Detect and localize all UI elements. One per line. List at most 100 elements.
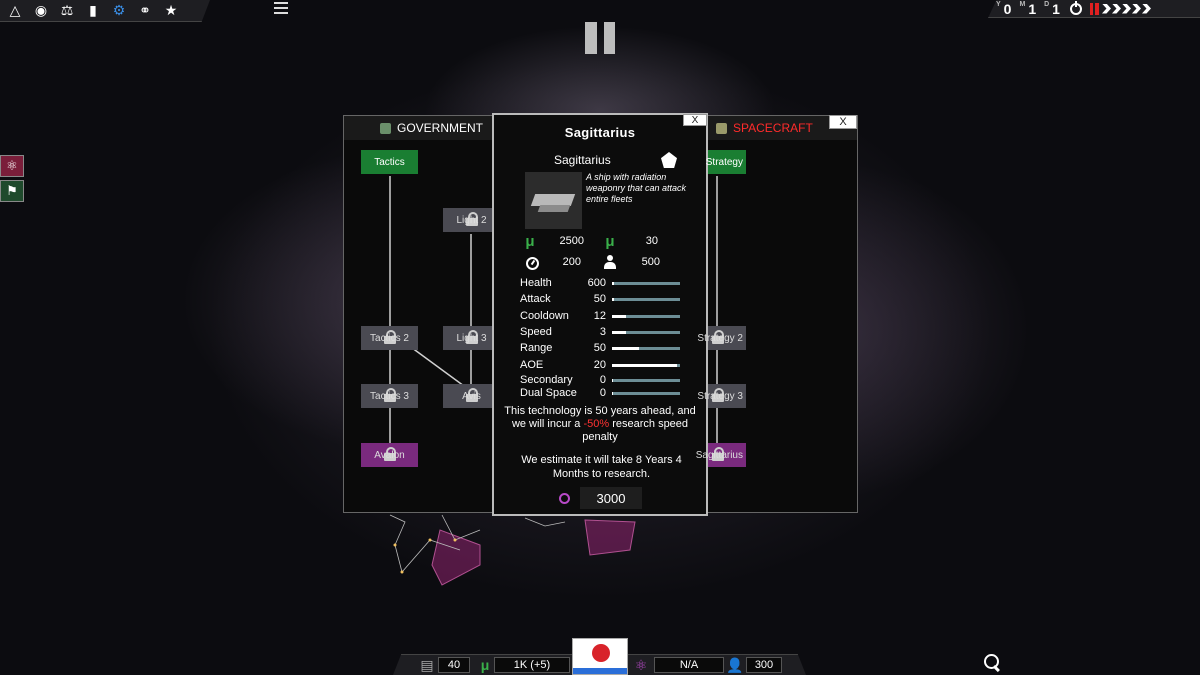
planet-icon[interactable]: ◉ <box>34 2 48 18</box>
stat-value: 50 <box>593 342 606 354</box>
stat-value: 0 <box>599 374 606 386</box>
tech-detail-popup: X Sagittarius Sagittarius A ship with ra… <box>492 113 708 516</box>
menu-icon[interactable] <box>274 2 288 14</box>
popup-close-button[interactable]: X <box>683 114 707 126</box>
chart-icon[interactable]: ▮ <box>89 2 97 18</box>
crew-value: 500 <box>641 256 660 268</box>
stat-bar <box>612 347 680 350</box>
scales-icon[interactable]: ⚖ <box>60 2 74 18</box>
speed-chevron-icon[interactable] <box>1141 3 1151 14</box>
clock-icon <box>524 255 540 271</box>
stat-value: 20 <box>593 359 606 371</box>
speed-chevron-icon[interactable] <box>1101 3 1111 14</box>
estimate-text: We estimate it will take 8 Years 4 Month… <box>521 454 682 480</box>
speed-chevron-icon[interactable] <box>1121 3 1131 14</box>
speed-chevron-icon[interactable] <box>1111 3 1121 14</box>
node-light-2[interactable]: Light 2 <box>443 208 500 232</box>
stat-bar-fill <box>612 379 614 382</box>
ship-name: Sagittarius <box>554 153 611 167</box>
year-label: Y <box>996 1 1001 8</box>
map-territories <box>389 514 636 586</box>
stat-value: 3 <box>599 326 606 338</box>
stat-value: 0 <box>599 387 606 399</box>
upkeep-value: 30 <box>645 235 658 247</box>
docs-value: 40 <box>438 657 470 673</box>
ship-description: A ship with radiation weaponry that can … <box>586 172 687 204</box>
pause-icon[interactable] <box>585 22 615 54</box>
stat-row: Speed 3 <box>520 326 685 340</box>
research-icon <box>559 493 570 504</box>
stat-label: Range <box>520 342 553 354</box>
stat-bar-fill <box>612 331 626 334</box>
lock-icon <box>711 388 724 402</box>
lock-icon <box>465 330 478 344</box>
year-value: 0 <box>1003 0 1012 17</box>
search-icon[interactable] <box>984 654 1002 672</box>
stat-label: AOE <box>520 359 544 371</box>
node-tactics-2[interactable]: Tactics 2 <box>361 326 418 350</box>
nation-flag[interactable] <box>572 638 628 675</box>
stat-bar <box>612 298 680 301</box>
lock-icon <box>465 388 478 402</box>
stat-bar-fill <box>612 364 677 367</box>
stat-bar-fill <box>612 392 614 395</box>
speed-pause-icon[interactable] <box>1089 2 1099 15</box>
pentagon-icon <box>661 152 677 168</box>
lock-icon <box>711 447 724 461</box>
month-label: M <box>1019 1 1026 8</box>
lock-icon <box>383 447 396 461</box>
resource-row: μ 2500 μ 30 <box>522 232 692 250</box>
speed-chevron-icon[interactable] <box>1131 3 1141 14</box>
research-value: N/A <box>654 657 724 673</box>
penalty-text: This technology is 50 years ahead, and w… <box>504 405 696 443</box>
top-toolbar: △ ◉ ⚖ ▮ ⚙ ⚭ ★ <box>0 0 210 22</box>
day-value: 1 <box>1052 0 1060 17</box>
triangle-icon[interactable]: △ <box>9 2 21 18</box>
stat-value: 12 <box>593 310 606 322</box>
ship-icon <box>716 122 727 134</box>
stat-label: Health <box>520 277 552 289</box>
node-tactics-3[interactable]: Tactics 3 <box>361 384 418 408</box>
stat-bar-fill <box>612 282 615 285</box>
research-icon: ⚛ <box>634 656 648 673</box>
day-label: D <box>1044 1 1050 8</box>
flag-icon[interactable]: ⚑ <box>0 180 24 202</box>
stat-row: AOE 20 <box>520 359 685 373</box>
money-icon: μ <box>480 657 490 673</box>
research-cost: 3000 <box>580 487 642 509</box>
stat-label: Cooldown <box>520 310 569 322</box>
star-icon[interactable]: ★ <box>164 2 178 18</box>
stat-label: Speed <box>520 326 552 338</box>
atom-icon[interactable]: ⚛ <box>0 155 24 177</box>
money-icon: μ <box>525 232 535 250</box>
tab-spacecraft-label: SPACECRAFT <box>733 121 813 135</box>
stat-row: Dual Space 0 <box>520 387 685 401</box>
stat-label: Dual Space <box>520 387 577 399</box>
document-icon: ▤ <box>420 656 434 673</box>
node-avalon[interactable]: Avalon <box>361 443 418 467</box>
stat-bar <box>612 364 680 367</box>
node-light-3[interactable]: Light 3 <box>443 326 500 350</box>
popup-title: Sagittarius <box>564 125 636 140</box>
person-icon: 👤 <box>726 656 744 673</box>
stat-row: Cooldown 12 <box>520 310 685 324</box>
gear-icon[interactable]: ⚙ <box>112 2 126 18</box>
population-value: 300 <box>746 657 782 673</box>
handshake-icon[interactable]: ⚭ <box>139 2 151 18</box>
penalty-value: -50% <box>583 418 610 430</box>
tab-spacecraft[interactable]: SPACECRAFT <box>716 116 813 140</box>
tech-tree-close-button[interactable]: X <box>829 115 857 129</box>
node-tactics[interactable]: Tactics <box>361 150 418 174</box>
power-icon[interactable] <box>1069 0 1082 15</box>
stat-bar-fill <box>612 315 626 318</box>
stat-value: 50 <box>593 293 606 305</box>
node-avis[interactable]: Avis <box>443 384 500 408</box>
lock-icon <box>383 330 396 344</box>
stat-bar-fill <box>612 298 615 301</box>
month-value: 1 <box>1028 0 1037 17</box>
tab-government[interactable]: GOVERNMENT <box>380 116 483 140</box>
money-value: 1K (+5) <box>494 657 570 673</box>
